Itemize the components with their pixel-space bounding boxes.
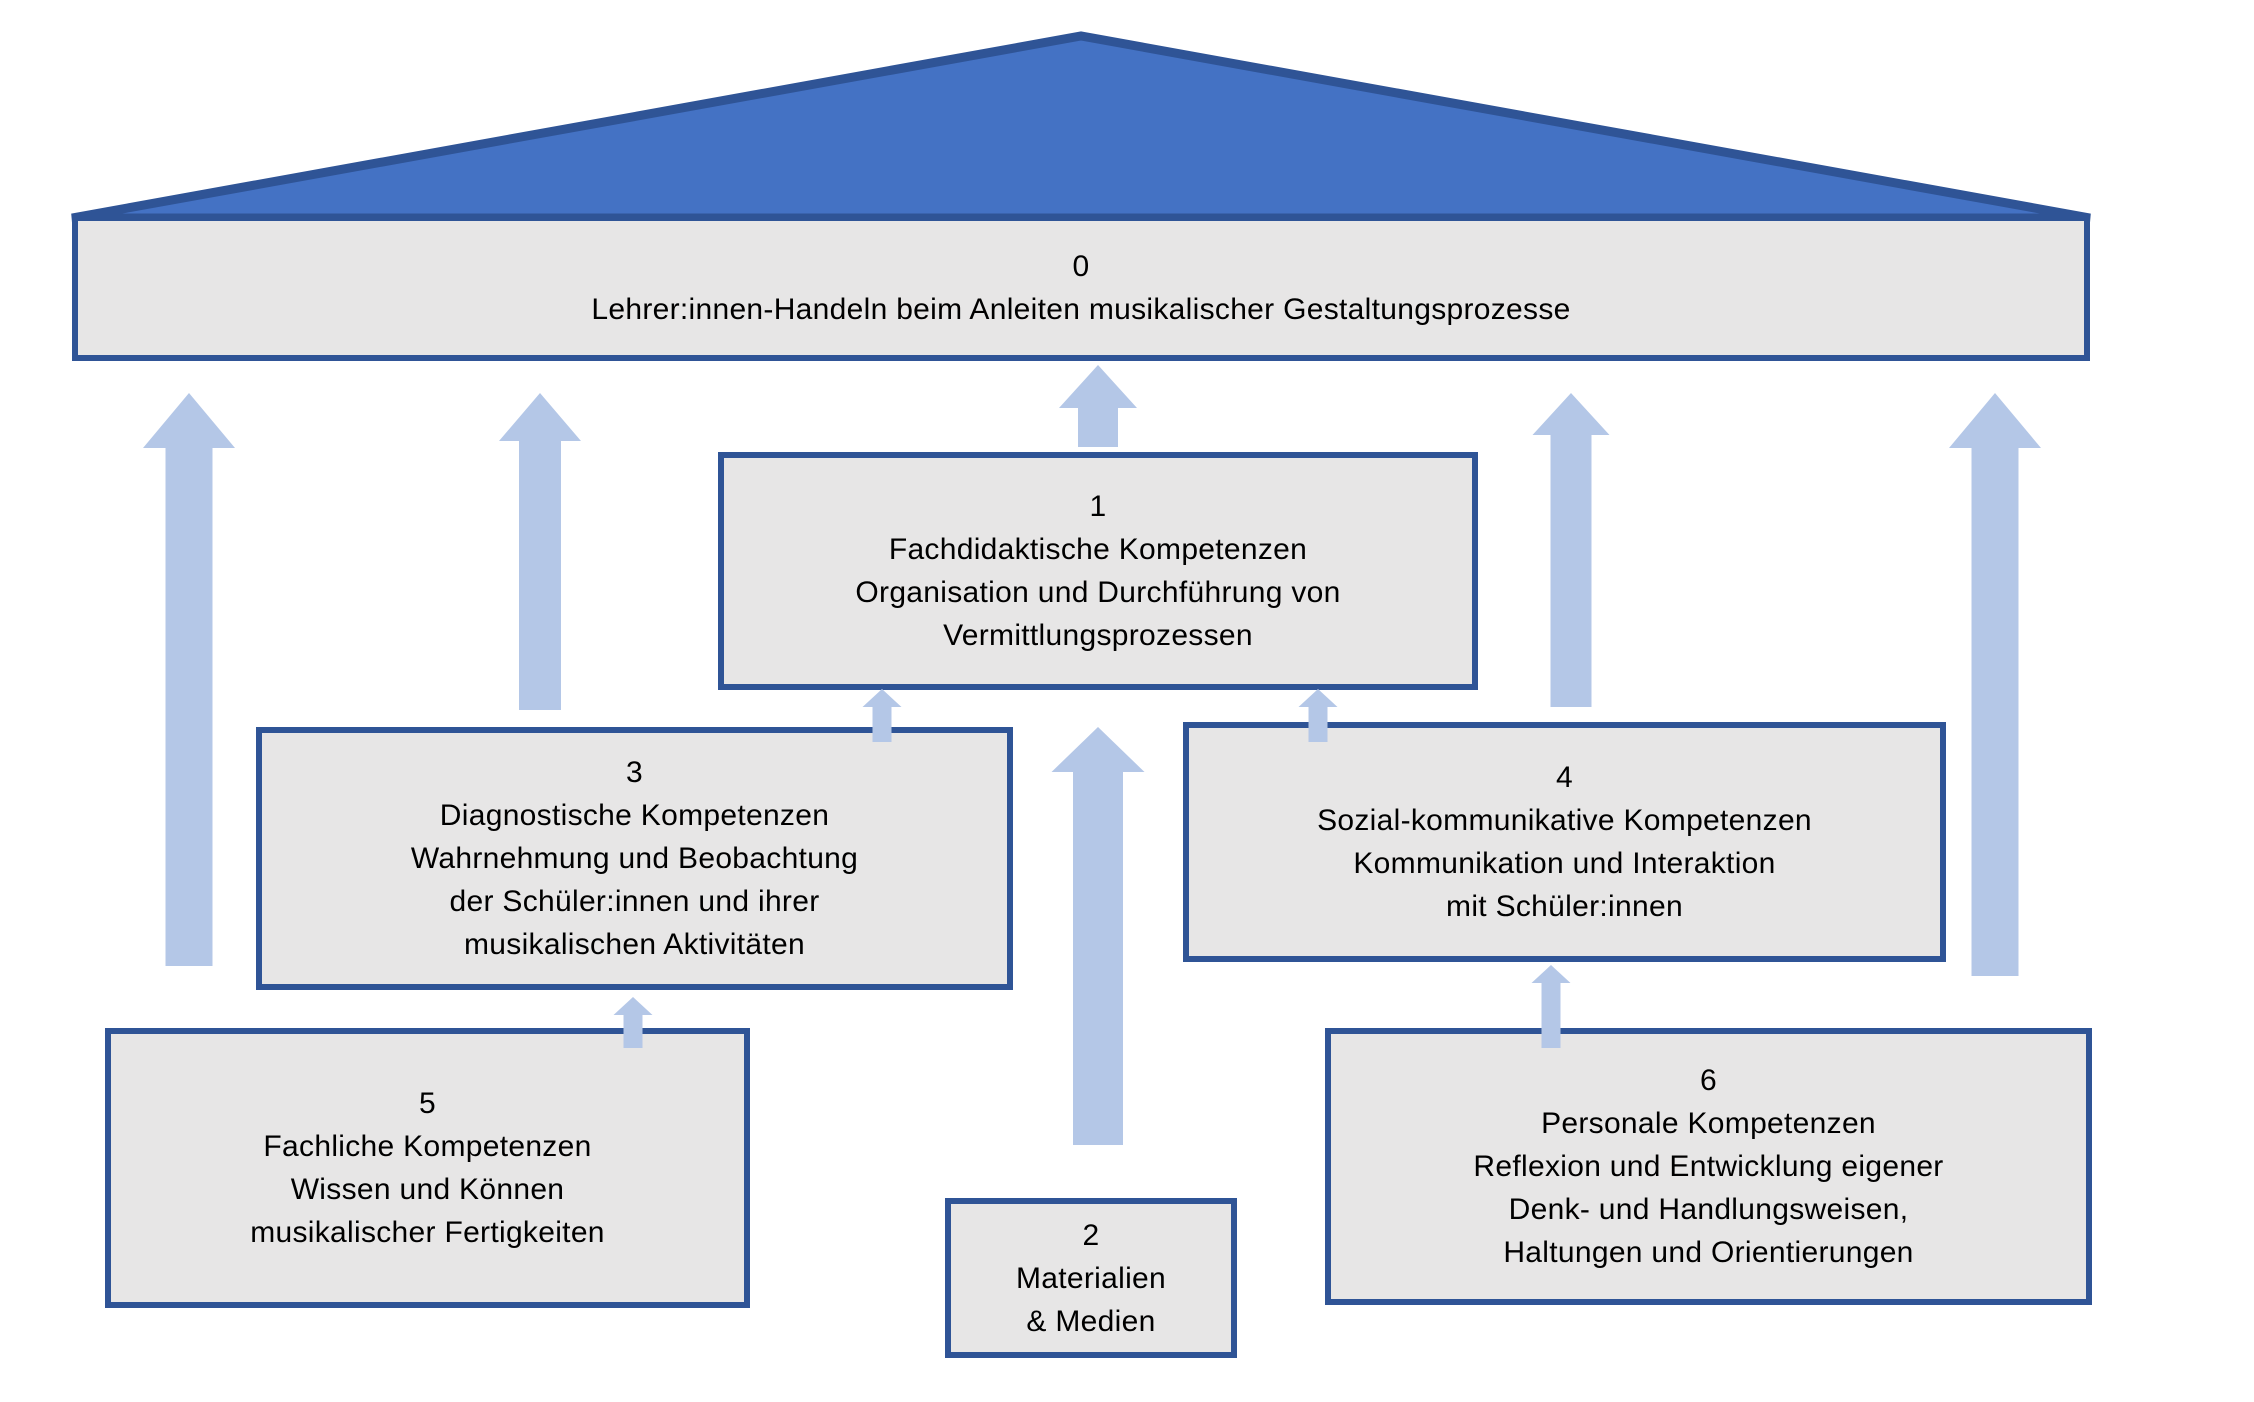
box-3-line: Wahrnehmung und Beobachtung — [410, 842, 859, 875]
arrow-box4-to-box0 — [1532, 393, 1610, 707]
box-4-line: Kommunikation und Interaktion — [1353, 847, 1776, 880]
arrow-box1-to-box0 — [1059, 365, 1137, 447]
box-0-line: Lehrer:innen-Handeln beim Anleiten musik… — [591, 293, 1571, 326]
box-2-line: Materialien — [1015, 1261, 1167, 1295]
box-6-line: Reflexion und Entwicklung eigener — [1473, 1150, 1944, 1183]
box-0-number: 0 — [1072, 250, 1090, 283]
box-0-lehrerinnen-handeln: 0 Lehrer:innen-Handeln beim Anleiten mus… — [72, 215, 2090, 361]
box-6-number: 6 — [1700, 1064, 1717, 1097]
box-2-materialien-medien: 2 Materialien & Medien — [945, 1198, 1237, 1358]
box-3-number: 3 — [626, 756, 643, 789]
box-3-line: der Schüler:innen und ihrer — [449, 885, 820, 918]
box-5-fachliche-kompetenzen: 5 Fachliche Kompetenzen Wissen und Könne… — [105, 1028, 750, 1308]
box-1-line: Vermittlungsprozessen — [943, 619, 1253, 652]
box-5-line: Wissen und Können — [290, 1173, 565, 1206]
box-1-line: Organisation und Durchführung von — [855, 576, 1341, 609]
box-6-line: Personale Kompetenzen — [1541, 1107, 1876, 1140]
box-6-line: Haltungen und Orientierungen — [1503, 1236, 1914, 1269]
arrow-box3-to-box0 — [499, 393, 581, 710]
box-4-number: 4 — [1556, 761, 1573, 794]
arrow-right-outer-up — [1949, 393, 2041, 976]
box-1-number: 1 — [1089, 490, 1107, 523]
box-1-line: Fachdidaktische Kompetenzen — [888, 533, 1308, 566]
roof-triangle — [71, 31, 2091, 223]
box-3-line: Diagnostische Kompetenzen — [439, 799, 830, 832]
arrow-box2-to-box1 — [1051, 727, 1145, 1145]
box-5-line: Fachliche Kompetenzen — [263, 1130, 592, 1163]
box-5-number: 5 — [419, 1087, 436, 1120]
box-4-line: mit Schüler:innen — [1446, 890, 1683, 923]
box-6-line: Denk- und Handlungsweisen, — [1508, 1193, 1909, 1226]
box-4-line: Sozial-kommunikative Kompetenzen — [1317, 804, 1812, 837]
box-5-line: musikalischer Fertigkeiten — [250, 1216, 605, 1249]
arrow-left-outer-up — [143, 393, 235, 966]
box-6-personale-kompetenzen: 6 Personale Kompetenzen Reflexion und En… — [1325, 1028, 2092, 1305]
box-2-line: & Medien — [1026, 1304, 1156, 1338]
box-3-line: musikalischen Aktivitäten — [464, 928, 805, 961]
box-1-fachdidaktische-kompetenzen: 1 Fachdidaktische Kompetenzen Organisati… — [718, 452, 1478, 690]
box-4-sozial-kommunikative-kompetenzen: 4 Sozial-kommunikative Kompetenzen Kommu… — [1183, 722, 1946, 962]
box-3-diagnostische-kompetenzen: 3 Diagnostische Kompetenzen Wahrnehmung … — [256, 727, 1013, 990]
box-2-number: 2 — [1082, 1218, 1100, 1252]
